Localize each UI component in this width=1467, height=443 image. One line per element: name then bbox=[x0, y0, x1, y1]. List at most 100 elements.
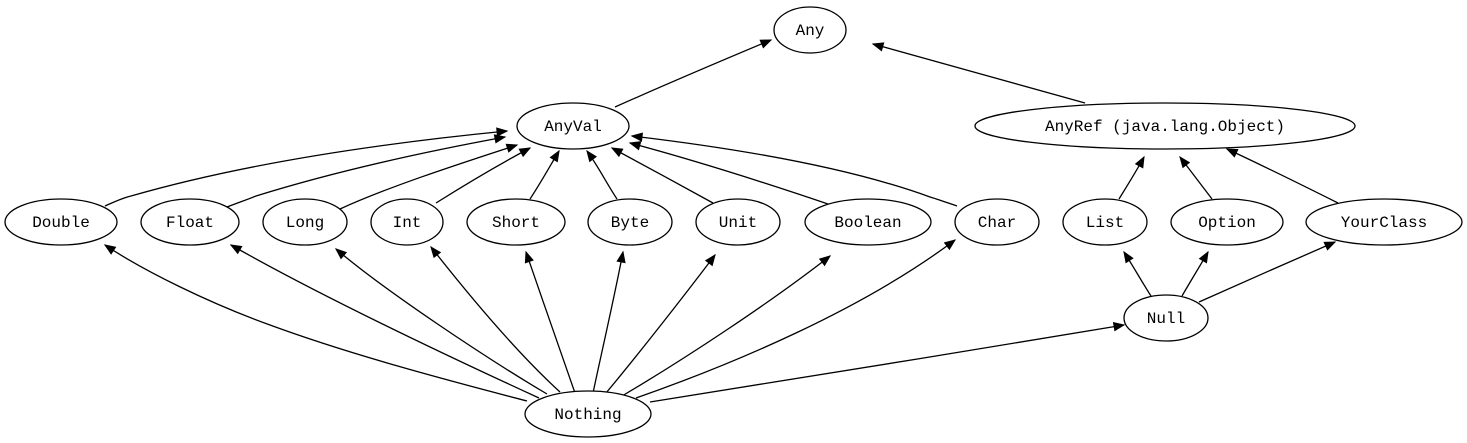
arrowhead bbox=[1225, 148, 1239, 158]
node-nothing: Nothing bbox=[524, 390, 652, 438]
node-label: Nothing bbox=[554, 406, 621, 424]
edge-line bbox=[629, 142, 829, 205]
node-ellipse bbox=[804, 198, 932, 246]
node-ellipse bbox=[370, 198, 444, 246]
node-ellipse bbox=[466, 198, 566, 246]
edge-nothing-byte bbox=[592, 250, 626, 394]
edge-line bbox=[230, 244, 540, 399]
edge-short-anyval bbox=[529, 149, 560, 200]
node-byte: Byte bbox=[587, 198, 673, 246]
arrowhead bbox=[496, 127, 509, 137]
node-ellipse bbox=[1062, 198, 1148, 246]
node-label: Boolean bbox=[834, 214, 901, 232]
node-label: YourClass bbox=[1341, 214, 1427, 232]
arrowhead bbox=[1134, 155, 1145, 169]
node-any: Any bbox=[773, 6, 847, 54]
arrowhead bbox=[630, 132, 643, 142]
edge-line bbox=[1198, 241, 1336, 303]
node-boolean: Boolean bbox=[804, 198, 932, 246]
arrowhead bbox=[871, 42, 885, 52]
arrowhead bbox=[524, 250, 534, 264]
arrowhead bbox=[229, 244, 243, 255]
edges-layer bbox=[103, 39, 1339, 403]
edge-nothing-int bbox=[430, 245, 561, 393]
edge-line bbox=[1226, 148, 1339, 204]
node-ellipse bbox=[1305, 198, 1463, 246]
arrowhead bbox=[103, 244, 117, 255]
node-char: Char bbox=[954, 198, 1040, 246]
edge-long-anyval bbox=[339, 143, 519, 210]
edge-line bbox=[430, 246, 561, 393]
node-list: List bbox=[1062, 198, 1148, 246]
node-label: Float bbox=[166, 214, 214, 232]
edge-char-anyval bbox=[630, 132, 958, 207]
edge-line bbox=[649, 324, 1125, 403]
node-label: Char bbox=[978, 214, 1016, 232]
edge-nothing-null bbox=[649, 322, 1126, 403]
node-label: AnyVal bbox=[544, 118, 602, 136]
arrowhead bbox=[1179, 155, 1191, 169]
edge-null-list bbox=[1123, 250, 1152, 297]
edge-line bbox=[339, 144, 518, 210]
node-label: Short bbox=[492, 214, 540, 232]
arrowhead bbox=[1123, 250, 1134, 264]
edge-float-anyval bbox=[226, 134, 507, 208]
node-anyref: AnyRef (java.lang.Object) bbox=[974, 102, 1356, 150]
arrowhead bbox=[493, 134, 507, 144]
edge-nothing-short bbox=[524, 250, 576, 394]
node-ellipse bbox=[695, 198, 781, 246]
node-yourclass: YourClass bbox=[1305, 198, 1463, 246]
edge-line bbox=[611, 147, 714, 204]
arrowhead bbox=[943, 239, 957, 251]
arrowhead bbox=[759, 39, 773, 49]
node-ellipse bbox=[524, 390, 652, 438]
node-label: Null bbox=[1147, 310, 1185, 328]
edge-line bbox=[614, 39, 772, 108]
arrowhead bbox=[628, 141, 642, 151]
node-float: Float bbox=[140, 198, 240, 246]
node-option: Option bbox=[1170, 198, 1284, 246]
edge-nothing-unit bbox=[605, 253, 716, 394]
node-ellipse bbox=[516, 102, 630, 150]
edge-int-anyval bbox=[435, 147, 532, 204]
edge-line bbox=[525, 251, 576, 394]
node-null: Null bbox=[1123, 294, 1209, 342]
node-label: List bbox=[1086, 214, 1124, 232]
edge-nothing-char bbox=[635, 239, 957, 399]
edge-line bbox=[635, 239, 956, 399]
node-label: Double bbox=[32, 214, 90, 232]
edge-line bbox=[435, 147, 531, 204]
arrowhead bbox=[1323, 241, 1337, 251]
arrowhead bbox=[616, 250, 626, 264]
edge-line bbox=[872, 43, 1086, 104]
edge-unit-anyval bbox=[610, 147, 714, 204]
node-ellipse bbox=[1170, 198, 1284, 246]
arrowhead bbox=[334, 248, 348, 260]
arrowhead bbox=[610, 147, 624, 158]
edge-null-yourclass bbox=[1198, 241, 1337, 303]
arrowhead bbox=[1198, 250, 1209, 264]
node-ellipse bbox=[974, 102, 1356, 150]
node-ellipse bbox=[262, 198, 348, 246]
edge-line bbox=[104, 130, 508, 207]
node-label: Int bbox=[393, 214, 422, 232]
edge-line bbox=[605, 254, 716, 394]
edge-anyval-any bbox=[614, 39, 773, 108]
edge-line bbox=[592, 251, 624, 394]
edge-null-option bbox=[1181, 250, 1209, 297]
node-short: Short bbox=[466, 198, 566, 246]
edge-anyref-any bbox=[871, 42, 1086, 104]
arrowhead bbox=[430, 245, 442, 259]
edge-list-anyref bbox=[1118, 155, 1145, 200]
node-ellipse bbox=[954, 198, 1040, 246]
edge-double-anyval bbox=[104, 127, 509, 207]
node-anyval: AnyVal bbox=[516, 102, 630, 150]
edge-nothing-float bbox=[229, 244, 540, 399]
arrowhead bbox=[586, 149, 597, 163]
edge-line bbox=[335, 248, 548, 395]
node-unit: Unit bbox=[695, 198, 781, 246]
edge-option-anyref bbox=[1179, 155, 1213, 200]
node-label: Byte bbox=[611, 214, 649, 232]
